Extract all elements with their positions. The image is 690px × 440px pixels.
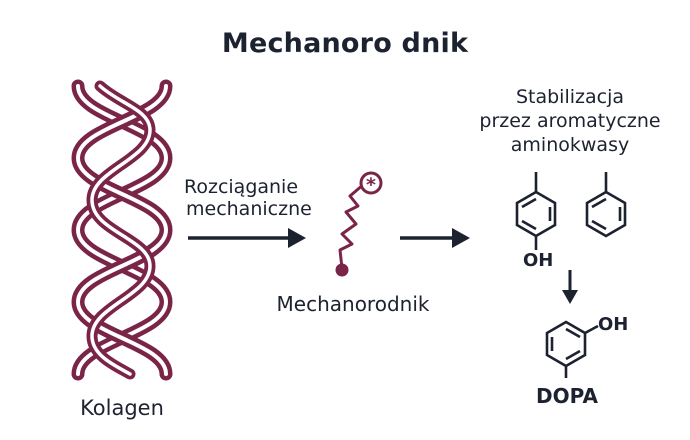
page-title: Mechanoro dnik bbox=[221, 28, 469, 59]
phenyl-ring bbox=[585, 172, 627, 238]
mechanoradical-chain: * bbox=[335, 171, 383, 277]
tyrosine-ring bbox=[515, 172, 557, 250]
arrow-stabilization bbox=[400, 228, 470, 248]
collagen-helix bbox=[71, 79, 173, 381]
radical-tail-dot bbox=[335, 263, 349, 277]
stabilization-label-line1: Stabilizacja bbox=[515, 86, 625, 108]
dopa-label: DOPA bbox=[536, 384, 598, 408]
radical-marker-icon bbox=[359, 171, 383, 195]
helix-strand-3-highlight bbox=[90, 84, 152, 376]
stretch-label-line1: Rozciąganie bbox=[184, 176, 299, 198]
svg-text:*: * bbox=[366, 174, 376, 196]
tyrosine-oh-label: OH bbox=[523, 250, 554, 271]
arrow-stretch bbox=[188, 228, 306, 248]
dopa-ring bbox=[545, 320, 599, 378]
stabilization-label-line3: aminokwasy bbox=[510, 134, 630, 156]
collagen-label: Kolagen bbox=[80, 396, 164, 420]
dopa-oh-label: OH bbox=[598, 314, 629, 335]
radical-label: Mechanorodnik bbox=[276, 292, 430, 316]
arrow-to-dopa bbox=[562, 270, 578, 304]
stabilization-label-line2: przez aromatyczne bbox=[479, 110, 661, 132]
stretch-label-line2: mechaniczne bbox=[186, 198, 312, 220]
